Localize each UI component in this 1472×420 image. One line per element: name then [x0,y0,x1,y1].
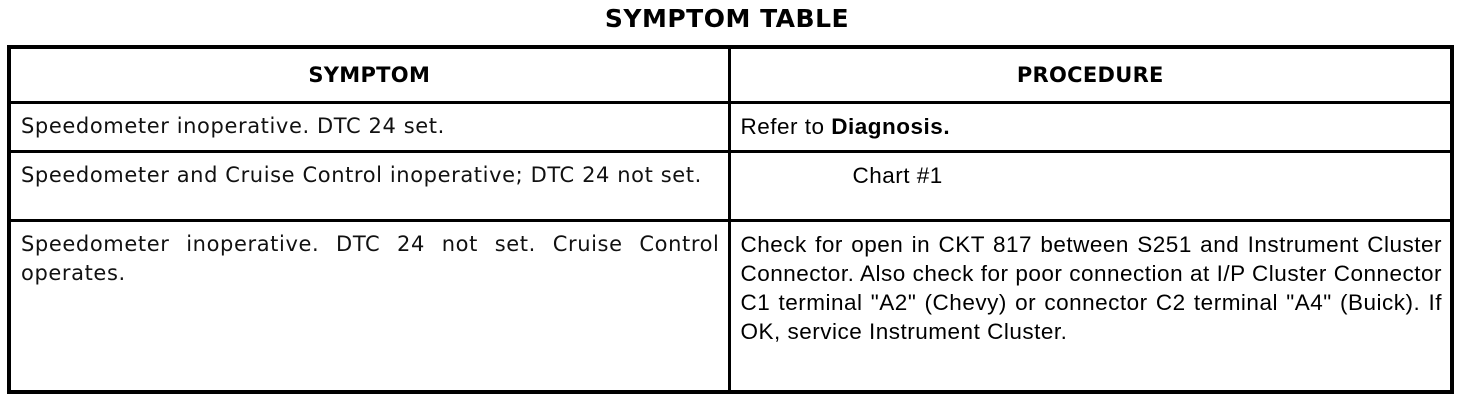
symptom-table: SYMPTOM PROCEDURE Speedometer inoperativ… [7,45,1454,394]
page-title: SYMPTOM TABLE [604,4,850,33]
table-row: Speedometer inoperative. DTC 24 set. Ref… [7,101,1454,153]
procedure-text: Chart #1 [852,163,943,188]
procedure-cell: Chart #1 [727,150,1454,222]
symptom-text: Speedometer inoperative. DTC 24 set. [21,114,445,138]
table-row: Speedometer inoperative. DTC 24 not set.… [7,219,1454,394]
symptom-text: Speedometer inoperative. DTC 24 not set.… [21,232,720,285]
procedure-cell: Check for open in CKT 817 between S251 a… [727,219,1454,394]
symptom-cell: Speedometer inoperative. DTC 24 set. [7,101,731,153]
procedure-prefix: Refer to [740,114,832,139]
procedure-bold-reference: Diagnosis. [831,114,951,139]
header-procedure: PROCEDURE [727,45,1454,104]
procedure-text: Check for open in CKT 817 between S251 a… [740,232,1442,344]
procedure-cell: Refer to Diagnosis. [727,101,1454,153]
table-row: Speedometer and Cruise Control inoperati… [7,150,1454,222]
procedure-text: Refer to Diagnosis. [731,104,1451,147]
symptom-text: Speedometer and Cruise Control inoperati… [21,163,702,187]
symptom-cell: Speedometer and Cruise Control inoperati… [7,150,731,222]
header-symptom: SYMPTOM [7,45,731,104]
symptom-cell: Speedometer inoperative. DTC 24 not set.… [7,219,731,394]
table-header-row: SYMPTOM PROCEDURE [7,45,1454,104]
